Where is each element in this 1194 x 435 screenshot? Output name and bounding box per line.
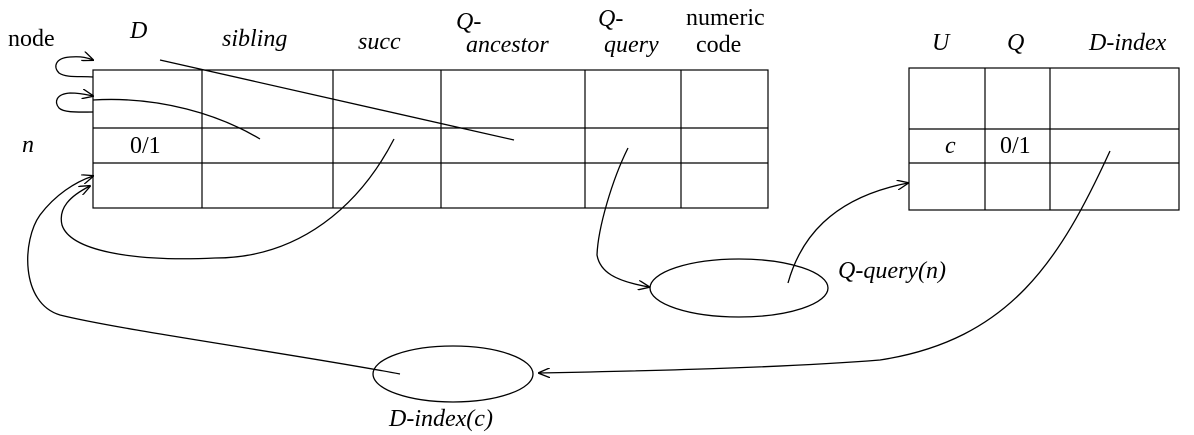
node-table: node n D sibling succ Q- ancestor Q- que…: [8, 5, 769, 209]
pointer-q-ancestor: [159, 59, 515, 141]
header-q-ancestor-line1: Q-: [456, 9, 481, 35]
header-succ: succ: [358, 29, 401, 55]
header-q-query-line2: query: [604, 32, 659, 58]
ellipse-d-index: [372, 345, 534, 403]
ellipse-d-index-label: D-index(c): [388, 406, 493, 432]
row-label-n: n: [22, 132, 34, 158]
header-sibling: sibling: [222, 26, 287, 52]
header-U: U: [932, 30, 951, 56]
arrow-q-query-to-table: [787, 183, 908, 284]
ellipse-q-query: [649, 258, 829, 318]
arrow-d-index-to-node: [27, 176, 401, 375]
header-D: D: [129, 18, 147, 44]
header-numeric-line1: numeric: [686, 5, 765, 31]
cell-D-n: 0/1: [130, 133, 161, 159]
cell-Q: 0/1: [1000, 133, 1031, 159]
row-label-node: node: [8, 26, 55, 52]
arrow-q-query: [596, 147, 649, 287]
header-q-query-line1: Q-: [598, 6, 623, 32]
arrow-node-loop-1: [55, 57, 93, 78]
ellipse-q-query-label: Q-query(n): [838, 258, 946, 284]
arrow-node-loop-2: [55, 93, 93, 113]
header-q-ancestor-line2: ancestor: [466, 32, 549, 58]
arrow-succ: [60, 138, 395, 260]
query-table: U Q D-index c 0/1: [908, 30, 1180, 211]
pointer-sibling: [92, 98, 261, 140]
header-D-index: D-index: [1088, 30, 1167, 56]
cell-U-c: c: [945, 133, 956, 159]
query-table-border: [908, 67, 1180, 211]
header-Q: Q: [1007, 30, 1024, 56]
node-table-border: [92, 69, 769, 209]
header-numeric-line2: code: [696, 32, 741, 58]
pointer-arrows: [27, 57, 1111, 375]
arrow-d-index-cell: [539, 150, 1111, 373]
